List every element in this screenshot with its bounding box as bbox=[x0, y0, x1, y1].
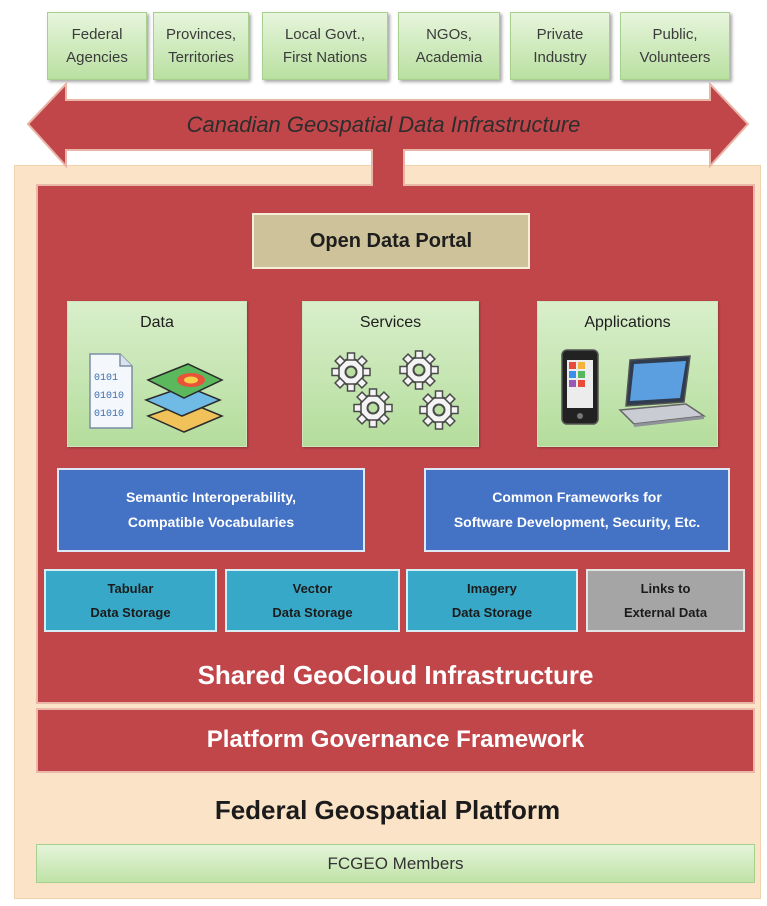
external-links-box: Links to External Data bbox=[586, 569, 745, 632]
gear-icon bbox=[399, 350, 439, 390]
stakeholder-label: Private Industry bbox=[533, 26, 587, 66]
stakeholder-provinces-territories: Provinces, Territories bbox=[153, 12, 249, 80]
stakeholder-local-govt: Local Govt., First Nations bbox=[262, 12, 388, 80]
stakeholder-public-volunteers: Public, Volunteers bbox=[620, 12, 730, 80]
arrow-stem-joint bbox=[373, 182, 403, 188]
services-panel-title: Services bbox=[359, 314, 422, 331]
governance-band bbox=[36, 708, 755, 773]
stakeholder-federal-agencies: Federal Agencies bbox=[47, 12, 147, 80]
binary-line: 01010 bbox=[94, 391, 124, 402]
applications-panel-title: Applications bbox=[584, 314, 671, 331]
tabular-storage-box: Tabular Data Storage bbox=[44, 569, 217, 632]
data-panel: Data 0101 01010 01010 bbox=[67, 301, 247, 447]
vector-storage-box: Vector Data Storage bbox=[225, 569, 400, 632]
stakeholder-label: Public, Volunteers bbox=[639, 26, 711, 66]
governance-title: Platform Governance Framework bbox=[206, 726, 585, 753]
common-frameworks-box: Common Frameworks for Software Developme… bbox=[424, 468, 730, 552]
storage-label: Vector Data Storage bbox=[272, 580, 353, 620]
common-frameworks-label: Common Frameworks for Software Developme… bbox=[453, 489, 701, 530]
gear-icon bbox=[353, 388, 393, 428]
stakeholder-label: Local Govt., First Nations bbox=[282, 26, 368, 66]
semantic-interoperability-box: Semantic Interoperability, Compatible Vo… bbox=[57, 468, 365, 552]
gear-icon bbox=[331, 352, 371, 392]
stakeholder-private-industry: Private Industry bbox=[510, 12, 610, 80]
data-panel-title: Data bbox=[140, 314, 174, 331]
data-icons: 0101 01010 01010 bbox=[89, 353, 224, 433]
cgdi-arrow bbox=[26, 81, 750, 189]
stakeholder-label: NGOs, Academia bbox=[415, 26, 483, 66]
devices-icon bbox=[561, 349, 707, 427]
fcgeo-members-bar: FCGEO Members bbox=[36, 844, 755, 883]
gears-icon bbox=[331, 350, 459, 430]
storage-label: Tabular Data Storage bbox=[90, 580, 171, 620]
cgdi-label: Canadian Geospatial Data Infrastructure bbox=[186, 112, 581, 137]
applications-panel: Applications bbox=[537, 301, 718, 447]
storage-label: Links to External Data bbox=[623, 580, 708, 620]
gear-icon bbox=[419, 390, 459, 430]
binary-line: 01010 bbox=[94, 409, 124, 420]
stakeholder-label: Federal Agencies bbox=[66, 26, 128, 66]
storage-label: Imagery Data Storage bbox=[451, 580, 533, 620]
stakeholder-ngos-academia: NGOs, Academia bbox=[398, 12, 500, 80]
laptop-icon bbox=[618, 355, 707, 427]
services-panel: Services bbox=[302, 301, 479, 447]
imagery-storage-box: Imagery Data Storage bbox=[406, 569, 578, 632]
binary-line: 0101 bbox=[94, 373, 118, 384]
platform-title: Federal Geospatial Platform bbox=[214, 795, 561, 825]
stakeholder-label: Provinces, Territories bbox=[165, 26, 237, 66]
geocloud-title: Shared GeoCloud Infrastructure bbox=[197, 660, 594, 690]
binary-file-icon: 0101 01010 01010 bbox=[89, 353, 133, 429]
semantic-interoperability-label: Semantic Interoperability, Compatible Vo… bbox=[125, 489, 297, 530]
open-data-portal: Open Data Portal bbox=[252, 213, 530, 269]
map-layers-icon bbox=[143, 363, 224, 433]
smartphone-icon bbox=[561, 349, 599, 425]
